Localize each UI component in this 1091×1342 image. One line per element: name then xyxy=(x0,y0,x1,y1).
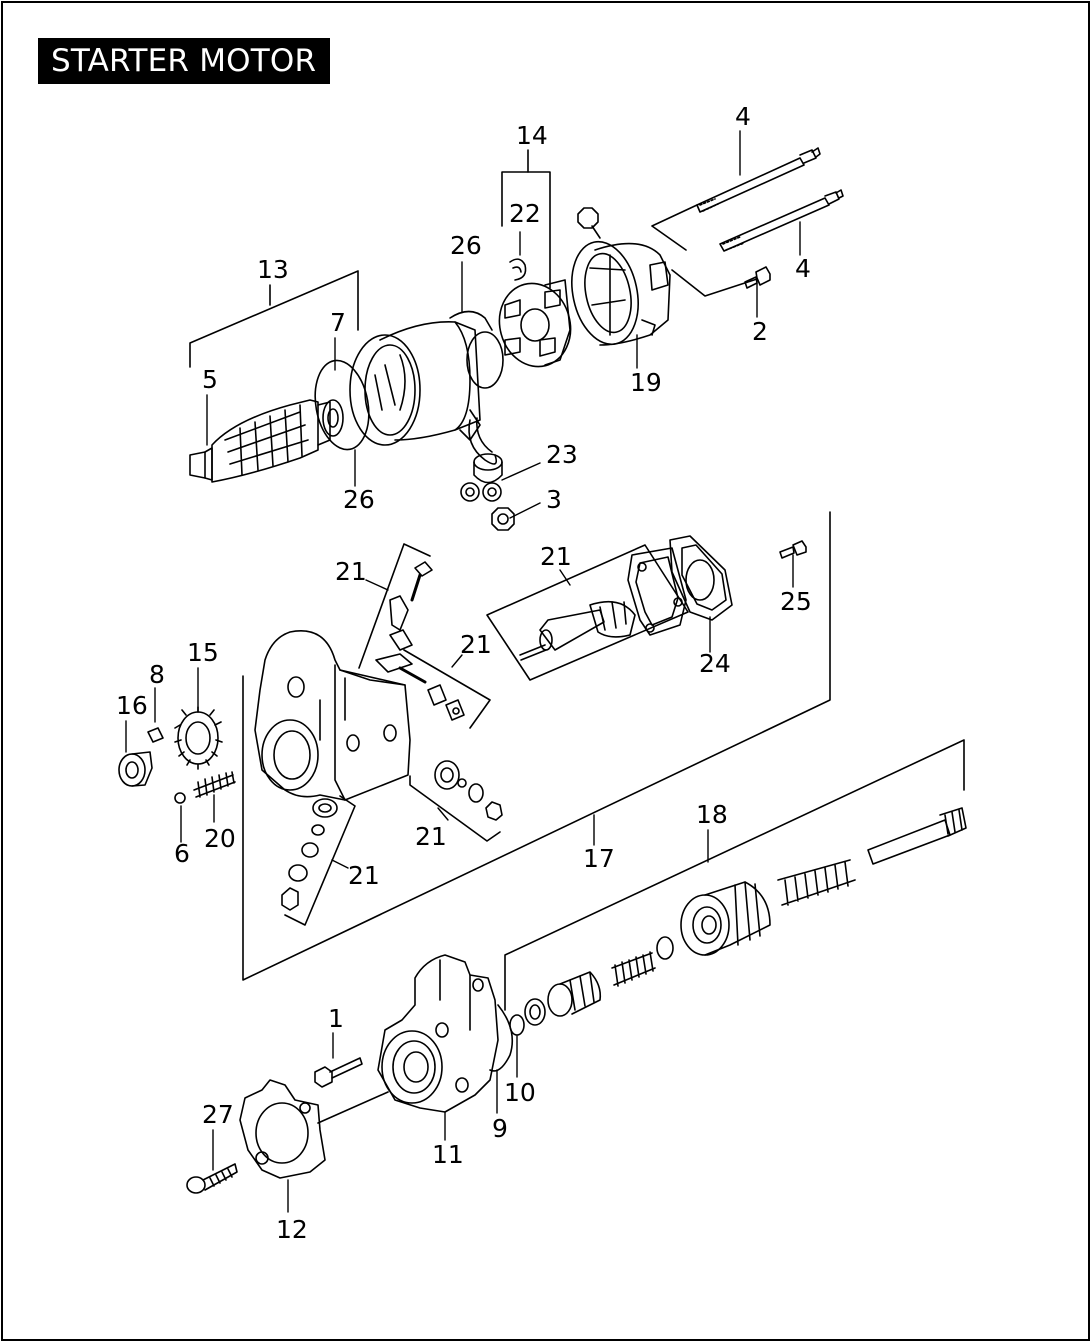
callout-22: 22 xyxy=(509,199,541,228)
bracket-17 xyxy=(242,511,831,981)
callout-4-top: 4 xyxy=(735,102,751,131)
drive-shaft-part xyxy=(867,807,967,865)
housing-gasket-part xyxy=(239,1079,326,1179)
drive-spring-part xyxy=(611,951,656,987)
callout-11: 11 xyxy=(432,1140,464,1169)
armature-part xyxy=(189,399,344,483)
callout-16: 16 xyxy=(116,691,148,720)
callout-3: 3 xyxy=(546,485,562,514)
callout-1: 1 xyxy=(328,1004,344,1033)
callout-14: 14 xyxy=(516,121,548,150)
callout-15: 15 xyxy=(187,638,219,667)
contact-parts xyxy=(375,561,465,721)
snap-ring-part xyxy=(509,1014,525,1036)
callout-21-hardware: 21 xyxy=(415,822,447,851)
callout-17: 17 xyxy=(583,844,615,873)
ball-part xyxy=(174,792,186,804)
callout-21-stud: 21 xyxy=(348,861,380,890)
pinion-gear-part xyxy=(547,971,602,1017)
stud-hardware-parts xyxy=(281,798,338,911)
solenoid-body-part xyxy=(254,630,411,801)
terminal-hardware-parts xyxy=(434,760,503,821)
callout-7: 7 xyxy=(330,308,346,337)
callout-2: 2 xyxy=(752,317,768,346)
callout-labels: 4 14 22 26 4 13 7 2 5 19 23 26 3 21 21 2… xyxy=(116,102,812,1244)
callout-25: 25 xyxy=(780,587,812,616)
callout-19: 19 xyxy=(630,368,662,397)
field-frame-part xyxy=(349,310,504,465)
bracket-18 xyxy=(504,739,965,1011)
callout-13: 13 xyxy=(257,255,289,284)
o-ring-part xyxy=(314,359,370,451)
cap-nut-part xyxy=(577,207,601,239)
bracket-21-contacts xyxy=(358,543,491,729)
bracket-21-hardware xyxy=(409,775,501,842)
bolt-27-part xyxy=(186,1163,238,1194)
brush-holder-part xyxy=(498,279,572,368)
callout-6: 6 xyxy=(174,839,190,868)
callout-18: 18 xyxy=(696,800,728,829)
callout-24: 24 xyxy=(699,649,731,678)
clutch-spring-part xyxy=(777,859,856,906)
callout-20: 20 xyxy=(204,824,236,853)
spring-20-part xyxy=(193,771,236,798)
drive-collar-part xyxy=(656,936,674,960)
callout-21-contacts-top: 21 xyxy=(335,557,367,586)
callout-27: 27 xyxy=(202,1100,234,1129)
clutch-assembly-part xyxy=(680,881,771,956)
through-bolt-part xyxy=(696,147,844,252)
bracket-14 xyxy=(501,171,551,289)
diagram-title: STARTER MOTOR xyxy=(38,38,330,84)
bracket-21-stud xyxy=(284,795,356,926)
nut-3-part xyxy=(491,507,515,531)
callout-12: 12 xyxy=(276,1215,308,1244)
callout-21-plunger: 21 xyxy=(540,542,572,571)
seal-part xyxy=(489,1004,514,1072)
callout-10: 10 xyxy=(504,1078,536,1107)
drive-housing-part xyxy=(377,954,499,1113)
terminal-part xyxy=(460,453,503,502)
callout-21-contacts: 21 xyxy=(460,630,492,659)
retainer-part xyxy=(118,751,153,787)
drive-washer-part xyxy=(524,998,546,1026)
plunger-part xyxy=(519,600,636,661)
callout-26-top: 26 xyxy=(450,231,482,260)
leader-lines xyxy=(125,130,801,1213)
bracket-21-plunger xyxy=(486,544,689,681)
solenoid-gasket-part xyxy=(627,535,733,636)
end-cap-part xyxy=(571,240,671,346)
callout-9: 9 xyxy=(492,1114,508,1143)
bolt-25-part xyxy=(779,540,807,559)
bracket-13 xyxy=(189,270,359,368)
bolt-leader-lines xyxy=(651,204,758,297)
callout-4-right: 4 xyxy=(795,254,811,283)
callout-5: 5 xyxy=(202,365,218,394)
brush-spring-part xyxy=(509,258,527,281)
callout-23: 23 xyxy=(546,440,578,469)
callout-26-bottom: 26 xyxy=(343,485,375,514)
callout-8: 8 xyxy=(149,660,165,689)
idler-gear-part xyxy=(174,706,223,770)
shaft-pin-part xyxy=(147,727,164,743)
screw-1-part xyxy=(314,1057,363,1088)
